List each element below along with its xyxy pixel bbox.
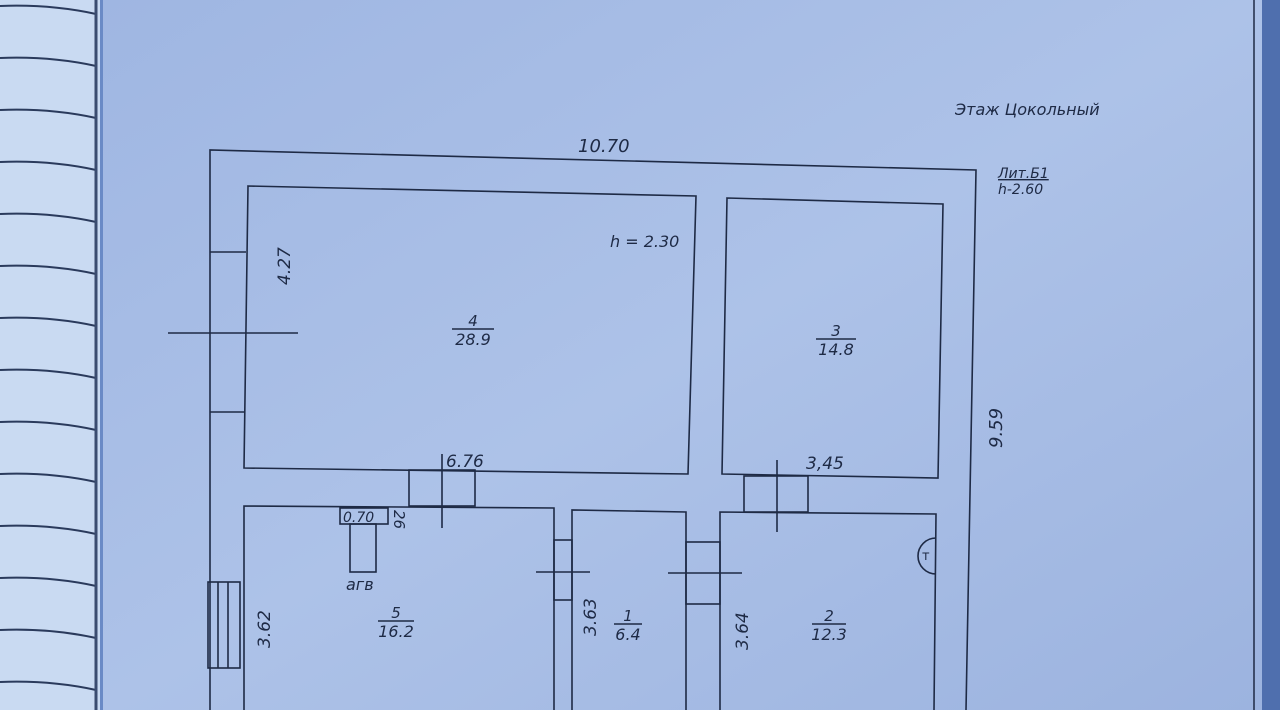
floor-label: Этаж Цокольный	[954, 100, 1100, 119]
overall-width-dimension: 10.70	[578, 136, 630, 157]
meter-symbol: т	[922, 549, 930, 564]
plan-labels: Этаж Цокольный Лит.Б1 h-2.60 10.70 9.59 …	[255, 100, 1100, 650]
room-area: 14.8	[818, 340, 854, 359]
spiral-binding	[0, 0, 100, 710]
room1-depth-dimension: 3.63	[581, 598, 601, 636]
room-number: 1	[623, 607, 633, 625]
plan-walls	[168, 149, 977, 710]
room4-depth-dimension: 4.27	[275, 247, 295, 285]
room4-height: h = 2.30	[610, 232, 679, 251]
room-area: 16.2	[378, 622, 414, 641]
room5-depth-dimension: 3.62	[255, 610, 275, 648]
room-number: 2	[824, 607, 834, 625]
window-width-dimension: 0.70	[343, 510, 374, 526]
room-area: 12.3	[811, 625, 847, 644]
overall-depth-dimension: 9.59	[986, 408, 1007, 448]
paper	[103, 0, 1263, 710]
room-number: 4	[468, 312, 478, 330]
boiler-label: агв	[346, 575, 374, 594]
room2-depth-dimension: 3.64	[733, 612, 753, 650]
room-number: 5	[391, 604, 401, 622]
room3-width-dimension: 3,45	[806, 454, 844, 474]
letter-label: Лит.Б1	[997, 166, 1049, 182]
room-number: 3	[831, 322, 841, 340]
partition-width-dimension: 6.76	[446, 452, 484, 472]
room-area: 28.9	[455, 330, 491, 349]
window-depth-dimension: 26	[390, 510, 408, 529]
right-edge	[1262, 0, 1280, 710]
height-label: h-2.60	[998, 182, 1043, 198]
room-area: 6.4	[615, 625, 640, 644]
